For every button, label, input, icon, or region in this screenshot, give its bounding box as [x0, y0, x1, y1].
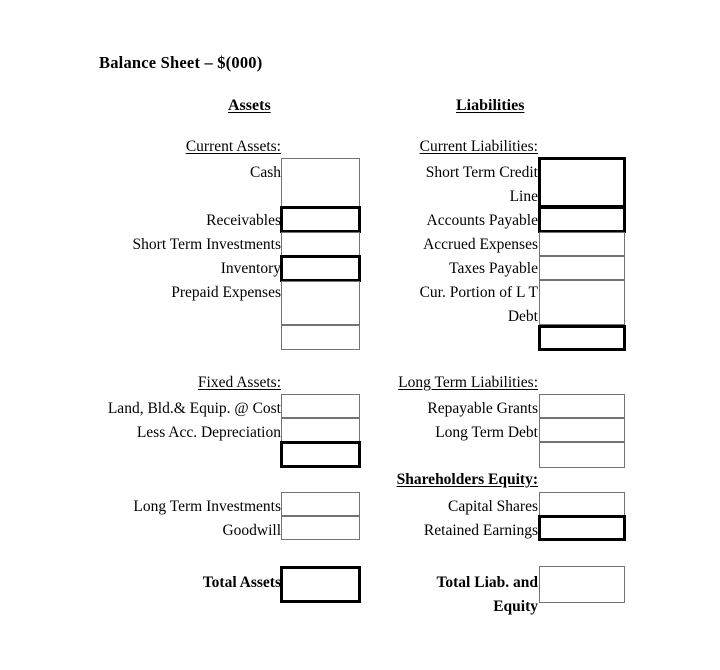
label-less-accumulated-depreciation: Less Acc. Depreciation: [136, 424, 281, 441]
label-prepaid-expenses: Prepaid Expenses: [171, 284, 281, 301]
input-current-portion-of-long-term-debt[interactable]: [539, 280, 625, 325]
label-taxes-payable: Taxes Payable: [449, 260, 538, 277]
fixed-assets-heading: Fixed Assets:: [197, 374, 281, 391]
input-less-accumulated-depreciation[interactable]: [281, 418, 360, 442]
input-net-fixed-assets[interactable]: [280, 441, 361, 468]
shareholders-equity-heading: Shareholders Equity:: [396, 471, 538, 488]
input-total-assets[interactable]: [280, 566, 361, 603]
input-prepaid-expenses[interactable]: [281, 281, 360, 325]
label-total-liabilities-and-equity: Total Liab. and Equity: [436, 574, 538, 615]
input-accounts-payable[interactable]: [538, 206, 626, 233]
input-short-term-credit-line[interactable]: [538, 157, 626, 208]
input-accrued-expenses[interactable]: [539, 232, 625, 256]
label-short-term-credit-line: Short Term Credit Line: [425, 164, 538, 205]
label-retained-earnings: Retained Earnings: [423, 522, 538, 539]
assets-column-heading: Assets: [228, 97, 271, 114]
input-total-liabilities-and-equity[interactable]: [539, 566, 625, 603]
label-accrued-expenses: Accrued Expenses: [423, 236, 538, 253]
input-total-current-assets[interactable]: [281, 325, 360, 350]
page-title: Balance Sheet – $(000): [99, 53, 263, 72]
input-repayable-grants[interactable]: [539, 394, 625, 418]
label-short-term-investments: Short Term Investments: [132, 236, 281, 253]
input-cash[interactable]: [281, 158, 360, 207]
input-capital-shares[interactable]: [539, 492, 625, 516]
label-current-portion-of-long-term-debt: Cur. Portion of L T Debt: [419, 284, 538, 325]
input-total-current-liabilities[interactable]: [538, 325, 626, 351]
input-long-term-debt[interactable]: [539, 418, 625, 442]
current-assets-heading: Current Assets:: [185, 138, 281, 155]
label-land-building-equipment-at-cost: Land, Bld.& Equip. @ Cost: [107, 400, 281, 417]
input-receivables[interactable]: [280, 206, 361, 233]
label-capital-shares: Capital Shares: [448, 498, 538, 515]
label-total-assets: Total Assets: [202, 574, 281, 591]
label-goodwill: Goodwill: [222, 522, 281, 539]
label-long-term-investments: Long Term Investments: [133, 498, 281, 515]
input-total-long-term-liabilities[interactable]: [539, 442, 625, 468]
input-retained-earnings[interactable]: [538, 515, 626, 541]
label-accounts-payable: Accounts Payable: [426, 212, 538, 229]
input-goodwill[interactable]: [281, 516, 360, 540]
label-repayable-grants: Repayable Grants: [427, 400, 538, 417]
long-term-liabilities-heading: Long Term Liabilities:: [398, 374, 538, 391]
input-inventory[interactable]: [280, 255, 361, 282]
label-cash: Cash: [250, 164, 281, 181]
input-land-building-equipment-at-cost[interactable]: [281, 394, 360, 418]
input-long-term-investments[interactable]: [281, 492, 360, 516]
liabilities-column-heading: Liabilities: [456, 97, 525, 114]
label-long-term-debt: Long Term Debt: [435, 424, 538, 441]
current-liabilities-heading: Current Liabilities:: [419, 138, 538, 155]
label-receivables: Receivables: [206, 212, 281, 229]
input-taxes-payable[interactable]: [539, 256, 625, 280]
label-inventory: Inventory: [220, 260, 281, 277]
input-short-term-investments[interactable]: [281, 232, 360, 256]
